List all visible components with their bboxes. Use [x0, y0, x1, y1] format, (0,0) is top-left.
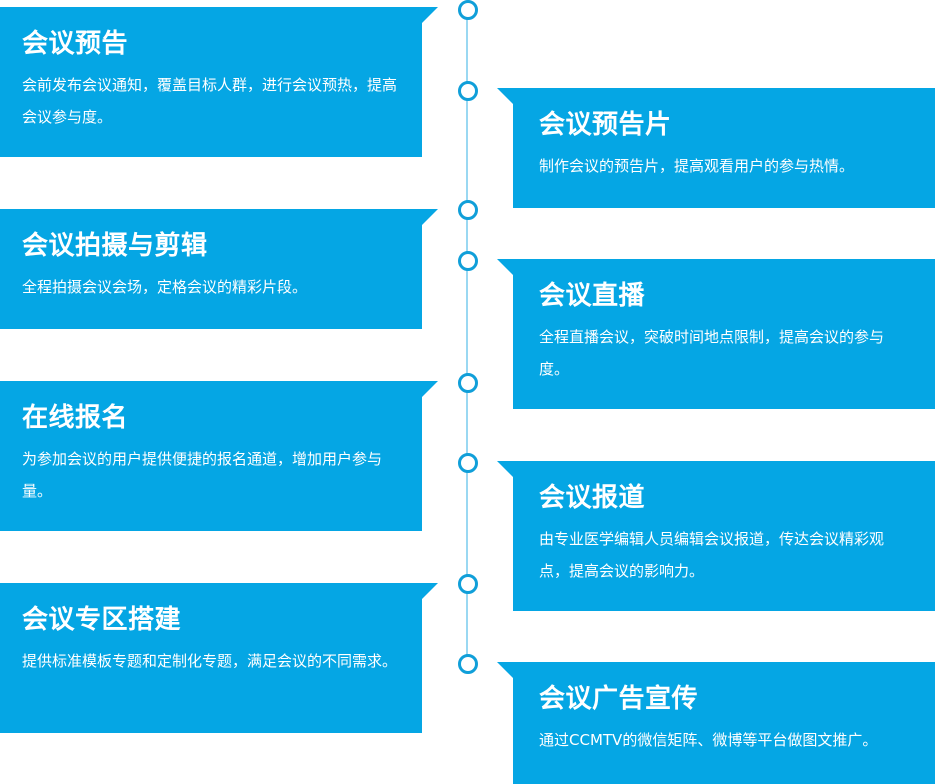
card-description: 全程拍摄会议会场，定格会议的精彩片段。 — [22, 278, 308, 296]
card-arrow — [422, 209, 438, 225]
timeline-node — [458, 574, 478, 594]
card-arrow — [422, 381, 438, 397]
card-title: 会议报道 — [539, 483, 646, 513]
timeline-node — [458, 453, 478, 473]
timeline-node — [458, 373, 478, 393]
card-title: 会议预告片 — [539, 110, 672, 140]
card-arrow — [497, 88, 513, 104]
card-description: 为参加会议的用户提供便捷的报名通道，增加用户参与量。 — [22, 450, 383, 500]
card-description: 由专业医学编辑人员编辑会议报道，传达会议精彩观点，提高会议的影响力。 — [539, 530, 885, 580]
card-title: 会议预告 — [22, 29, 129, 59]
timeline-node — [458, 654, 478, 674]
timeline-axis — [466, 14, 468, 664]
timeline-card-meeting-notice: 会议预告 会前发布会议通知，覆盖目标人群，进行会议预热，提高会议参与度。 — [0, 7, 438, 157]
card-arrow — [497, 662, 513, 678]
card-description: 会前发布会议通知，覆盖目标人群，进行会议预热，提高会议参与度。 — [22, 76, 398, 126]
card-arrow — [422, 583, 438, 599]
timeline-card-filming-editing: 会议拍摄与剪辑 全程拍摄会议会场，定格会议的精彩片段。 — [0, 209, 438, 329]
timeline-node — [458, 81, 478, 101]
card-description: 全程直播会议，突破时间地点限制，提高会议的参与度。 — [539, 328, 885, 378]
timeline-card-live-stream: 会议直播 全程直播会议，突破时间地点限制，提高会议的参与度。 — [497, 259, 935, 409]
card-description: 通过CCMTV的微信矩阵、微博等平台做图文推广。 — [539, 731, 878, 749]
timeline-card-online-registration: 在线报名 为参加会议的用户提供便捷的报名通道，增加用户参与量。 — [0, 381, 438, 531]
card-title: 会议直播 — [539, 281, 646, 311]
timeline-card-trailer: 会议预告片 制作会议的预告片，提高观看用户的参与热情。 — [497, 88, 935, 208]
timeline-card-advertising: 会议广告宣传 通过CCMTV的微信矩阵、微博等平台做图文推广。 — [497, 662, 935, 784]
card-arrow — [497, 259, 513, 275]
timeline-node — [458, 0, 478, 20]
timeline-card-report: 会议报道 由专业医学编辑人员编辑会议报道，传达会议精彩观点，提高会议的影响力。 — [497, 461, 935, 611]
card-title: 会议专区搭建 — [22, 605, 182, 635]
card-title: 在线报名 — [22, 403, 129, 433]
timeline-node — [458, 200, 478, 220]
card-arrow — [422, 7, 438, 23]
card-description: 制作会议的预告片，提高观看用户的参与热情。 — [539, 157, 855, 175]
card-description: 提供标准模板专题和定制化专题，满足会议的不同需求。 — [22, 652, 398, 670]
card-title: 会议拍摄与剪辑 — [22, 231, 208, 261]
card-title: 会议广告宣传 — [539, 684, 699, 714]
timeline-card-zone-building: 会议专区搭建 提供标准模板专题和定制化专题，满足会议的不同需求。 — [0, 583, 438, 733]
timeline-node — [458, 251, 478, 271]
card-arrow — [497, 461, 513, 477]
